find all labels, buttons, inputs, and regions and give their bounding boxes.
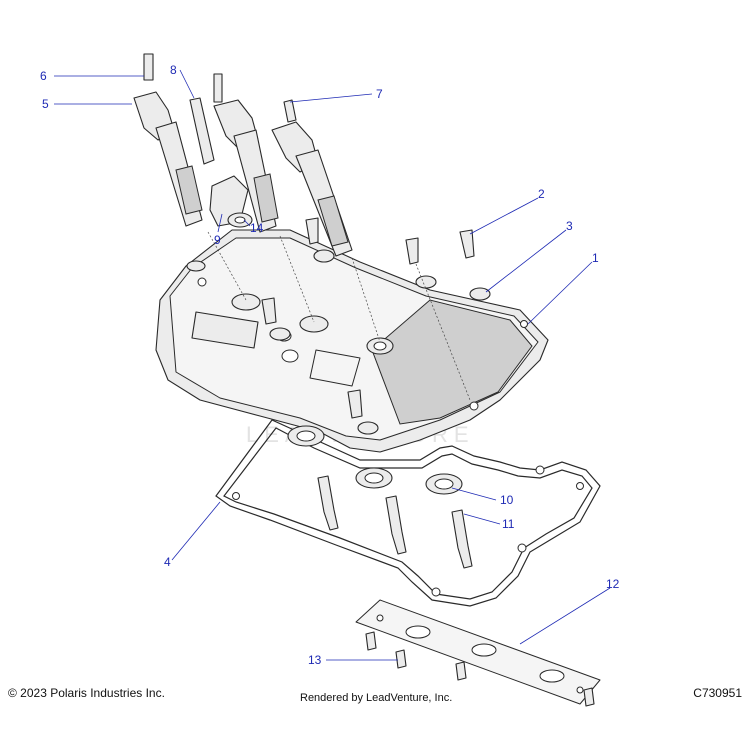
callout-4: 4 [164, 555, 171, 569]
screws [365, 631, 595, 707]
callout-1: 1 [592, 251, 599, 265]
bolt-grommet-set [186, 217, 491, 435]
callout-8: 8 [170, 63, 177, 77]
gasket-plate [355, 599, 601, 705]
callout-7: 7 [376, 87, 383, 101]
bolt-coil-3 [283, 99, 297, 123]
callout-3: 3 [566, 219, 573, 233]
callout-12: 12 [606, 577, 620, 591]
spark-plug-tube [189, 97, 215, 165]
spark-plug-seals [287, 425, 463, 495]
callout-2: 2 [538, 187, 545, 201]
callout-numbers: 1 2 3 4 5 6 7 8 9 10 11 12 13 14 [40, 63, 620, 667]
diagram-code: C730951 [693, 686, 742, 700]
rendered-by-text: Rendered by LeadVenture, Inc. [300, 692, 453, 704]
callout-6: 6 [40, 69, 47, 83]
callout-13: 13 [308, 653, 322, 667]
callout-14: 14 [250, 221, 264, 235]
callout-11: 11 [502, 517, 515, 531]
ignition-coil-1 [133, 91, 203, 227]
alignment-lines [207, 231, 471, 401]
ignition-coil-3 [271, 121, 353, 257]
cap-seal [227, 212, 253, 228]
bolt-coil-1 [143, 53, 154, 81]
callout-10: 10 [500, 493, 514, 507]
copyright-text: © 2023 Polaris Industries Inc. [8, 686, 165, 700]
leader-lines [54, 69, 611, 661]
valve-cover-gasket [215, 419, 601, 607]
ignition-coil-2 [213, 73, 279, 233]
valve-cover [155, 229, 549, 453]
callout-9: 9 [214, 233, 221, 247]
callout-5: 5 [42, 97, 49, 111]
spark-plugs [317, 475, 473, 569]
